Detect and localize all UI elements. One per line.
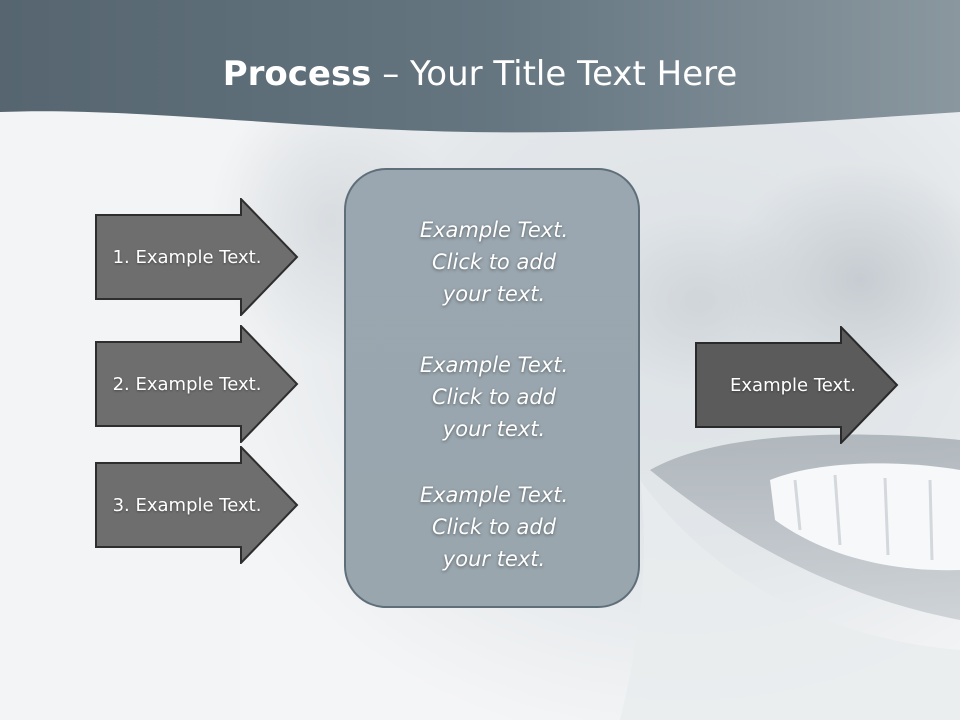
center-text-line: Example Text. — [419, 218, 569, 242]
center-text-line: your text. — [442, 547, 546, 571]
title-band — [0, 0, 960, 133]
title-rest: – Your Title Text Here — [371, 54, 738, 94]
arrow-step-1[interactable]: 1. Example Text. — [95, 198, 301, 316]
arrow-step-3[interactable]: 3. Example Text. — [95, 446, 301, 564]
center-text-line: your text. — [442, 282, 546, 306]
arrow-output[interactable]: Example Text. — [695, 326, 901, 444]
center-text-line: Click to add — [431, 250, 556, 274]
arrow-step-2-label: 2. Example Text. — [112, 373, 262, 395]
slide-title[interactable]: Process – Your Title Text Here — [0, 50, 960, 98]
center-text-line: Click to add — [431, 515, 556, 539]
arrow-right-icon — [95, 446, 299, 564]
arrow-output-label: Example Text. — [730, 374, 856, 396]
arrow-step-2[interactable]: 2. Example Text. — [95, 325, 301, 443]
center-text-block-2: Example Text. Click to add your text. — [346, 349, 642, 445]
center-text-box[interactable]: Example Text. Click to add your text. Ex… — [344, 168, 640, 608]
arrow-right-icon — [95, 198, 299, 316]
center-text-block-1: Example Text. Click to add your text. — [346, 214, 642, 310]
arrow-step-1-label: 1. Example Text. — [112, 246, 262, 268]
arrow-step-3-label: 3. Example Text. — [112, 494, 262, 516]
center-text-line: Example Text. — [419, 483, 569, 507]
title-bold: Process — [222, 54, 372, 94]
center-text-line: Example Text. — [419, 353, 569, 377]
arrow-right-icon — [95, 325, 299, 443]
center-text-line: Click to add — [431, 385, 556, 409]
center-text-line: your text. — [442, 417, 546, 441]
center-text-block-3: Example Text. Click to add your text. — [346, 479, 642, 575]
arrow-right-icon — [695, 326, 899, 444]
